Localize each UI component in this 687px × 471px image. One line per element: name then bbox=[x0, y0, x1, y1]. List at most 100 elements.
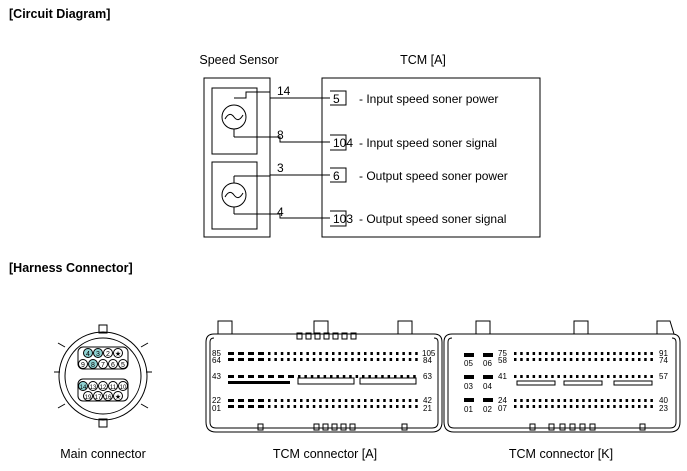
pin-dot bbox=[413, 375, 416, 378]
pin-dot bbox=[376, 405, 380, 408]
pin-dot bbox=[325, 405, 329, 408]
tcm-pin-5: 5 bbox=[333, 92, 340, 106]
pin-dot bbox=[588, 375, 591, 378]
tcm-k-pin-05: 05 bbox=[464, 359, 473, 368]
pin-slot bbox=[258, 375, 264, 378]
pin-slot bbox=[258, 358, 264, 361]
main-pin-3: 3 bbox=[96, 351, 100, 358]
main-pin-2: 2 bbox=[106, 351, 110, 358]
pin-dot bbox=[389, 399, 393, 402]
pin-dot bbox=[280, 399, 284, 402]
input-sensor-coil-icon bbox=[221, 96, 247, 138]
circuit-diagram-title: [Circuit Diagram] bbox=[9, 7, 111, 21]
tcm-a-pin-22: 22 bbox=[212, 396, 221, 405]
pin-slot bbox=[248, 375, 254, 378]
speed-sensor-label: Speed Sensor bbox=[199, 53, 278, 67]
pin-dot bbox=[545, 352, 548, 355]
tcm-a-pin-63: 63 bbox=[423, 372, 432, 381]
main-pin-12: 12 bbox=[100, 385, 107, 391]
pin-dot bbox=[370, 399, 373, 402]
pin-dot bbox=[381, 375, 384, 378]
pin-dot bbox=[514, 352, 517, 355]
pin-dot bbox=[280, 358, 284, 361]
pin-dot bbox=[274, 405, 277, 408]
sensor-pin-3: 3 bbox=[277, 161, 284, 175]
tcm-k-caption: TCM connector [K] bbox=[509, 447, 613, 461]
pin-dot bbox=[338, 352, 341, 355]
pin-dot bbox=[532, 358, 536, 361]
pin-dot bbox=[274, 399, 277, 402]
pin-dot bbox=[325, 358, 329, 361]
pin-dot bbox=[600, 352, 604, 355]
pin-dot bbox=[625, 405, 629, 408]
pin-slot bbox=[228, 375, 234, 378]
tcm-k-pin-40: 40 bbox=[659, 396, 668, 405]
pin-dot bbox=[514, 375, 517, 378]
wire-14 bbox=[257, 91, 330, 99]
key-notch bbox=[323, 332, 330, 340]
pin-dot bbox=[600, 375, 604, 378]
pin-dot bbox=[576, 375, 579, 378]
pin-dot bbox=[383, 352, 386, 355]
tcm-k-pin-06: 06 bbox=[483, 359, 492, 368]
pin-dot bbox=[338, 399, 341, 402]
pin-dot bbox=[300, 352, 303, 355]
pin-dot bbox=[619, 375, 622, 378]
pin-dot bbox=[368, 375, 371, 378]
pin-dot bbox=[532, 399, 536, 402]
pin-dot bbox=[293, 405, 297, 408]
pin-dot bbox=[332, 352, 335, 355]
pin-dot bbox=[625, 358, 629, 361]
pin-bar bbox=[228, 381, 290, 384]
tcm-pin-6: 6 bbox=[333, 169, 340, 183]
sensor-pin-4: 4 bbox=[277, 205, 284, 219]
tcm-pin-103: 103 bbox=[333, 212, 353, 226]
tcm-k-pin-24: 24 bbox=[498, 396, 507, 405]
pin-dot bbox=[631, 399, 635, 402]
pin-dot bbox=[520, 375, 523, 378]
pin-dot bbox=[394, 375, 397, 378]
harness-connector-title: [Harness Connector] bbox=[9, 261, 133, 275]
pin-dot bbox=[383, 358, 386, 361]
tcm-desc-output-power: - Output speed soner power bbox=[359, 169, 508, 183]
tcm-desc-input-signal: - Input speed soner signal bbox=[359, 136, 497, 150]
tcm-k-pin-57: 57 bbox=[659, 372, 668, 381]
pin-dot bbox=[569, 352, 573, 355]
tcm-k-pin-07: 07 bbox=[498, 404, 507, 413]
tcm-a-pin-21: 21 bbox=[423, 404, 432, 413]
pin-dot bbox=[274, 358, 277, 361]
pin-dot bbox=[638, 358, 641, 361]
pin-dot bbox=[551, 375, 554, 378]
pin-dot bbox=[600, 399, 604, 402]
pin-dot bbox=[594, 358, 598, 361]
pin-dot bbox=[638, 375, 641, 378]
pin-dot bbox=[415, 405, 418, 408]
pin-dot bbox=[520, 405, 523, 408]
pin-slot bbox=[238, 399, 244, 402]
tcm-desc-output-signal: - Output speed soner signal bbox=[359, 212, 506, 226]
pin-dot bbox=[268, 358, 271, 361]
pin-dot bbox=[415, 358, 418, 361]
sensor-pin-14: 14 bbox=[277, 84, 291, 98]
pin-slot bbox=[258, 399, 264, 402]
pin-slot bbox=[228, 399, 234, 402]
pin-dot bbox=[582, 358, 585, 361]
key-notch bbox=[341, 332, 348, 340]
pin-dot bbox=[268, 399, 271, 402]
pin-dot bbox=[330, 375, 333, 378]
pin-dot bbox=[389, 358, 393, 361]
pin-dot bbox=[402, 405, 405, 408]
pin-dot bbox=[370, 358, 373, 361]
pin-dot bbox=[644, 358, 647, 361]
wire-4 bbox=[257, 213, 330, 219]
pin-dot bbox=[551, 358, 554, 361]
pin-dot bbox=[588, 399, 591, 402]
pin-dot bbox=[319, 399, 322, 402]
pin-dot bbox=[582, 352, 585, 355]
key-notch bbox=[579, 423, 586, 431]
pin-dot bbox=[389, 405, 393, 408]
pin-dot bbox=[538, 375, 542, 378]
pin-slot bbox=[228, 352, 234, 355]
tcm-k-pin-23: 23 bbox=[659, 404, 668, 413]
pin-dot bbox=[532, 375, 536, 378]
